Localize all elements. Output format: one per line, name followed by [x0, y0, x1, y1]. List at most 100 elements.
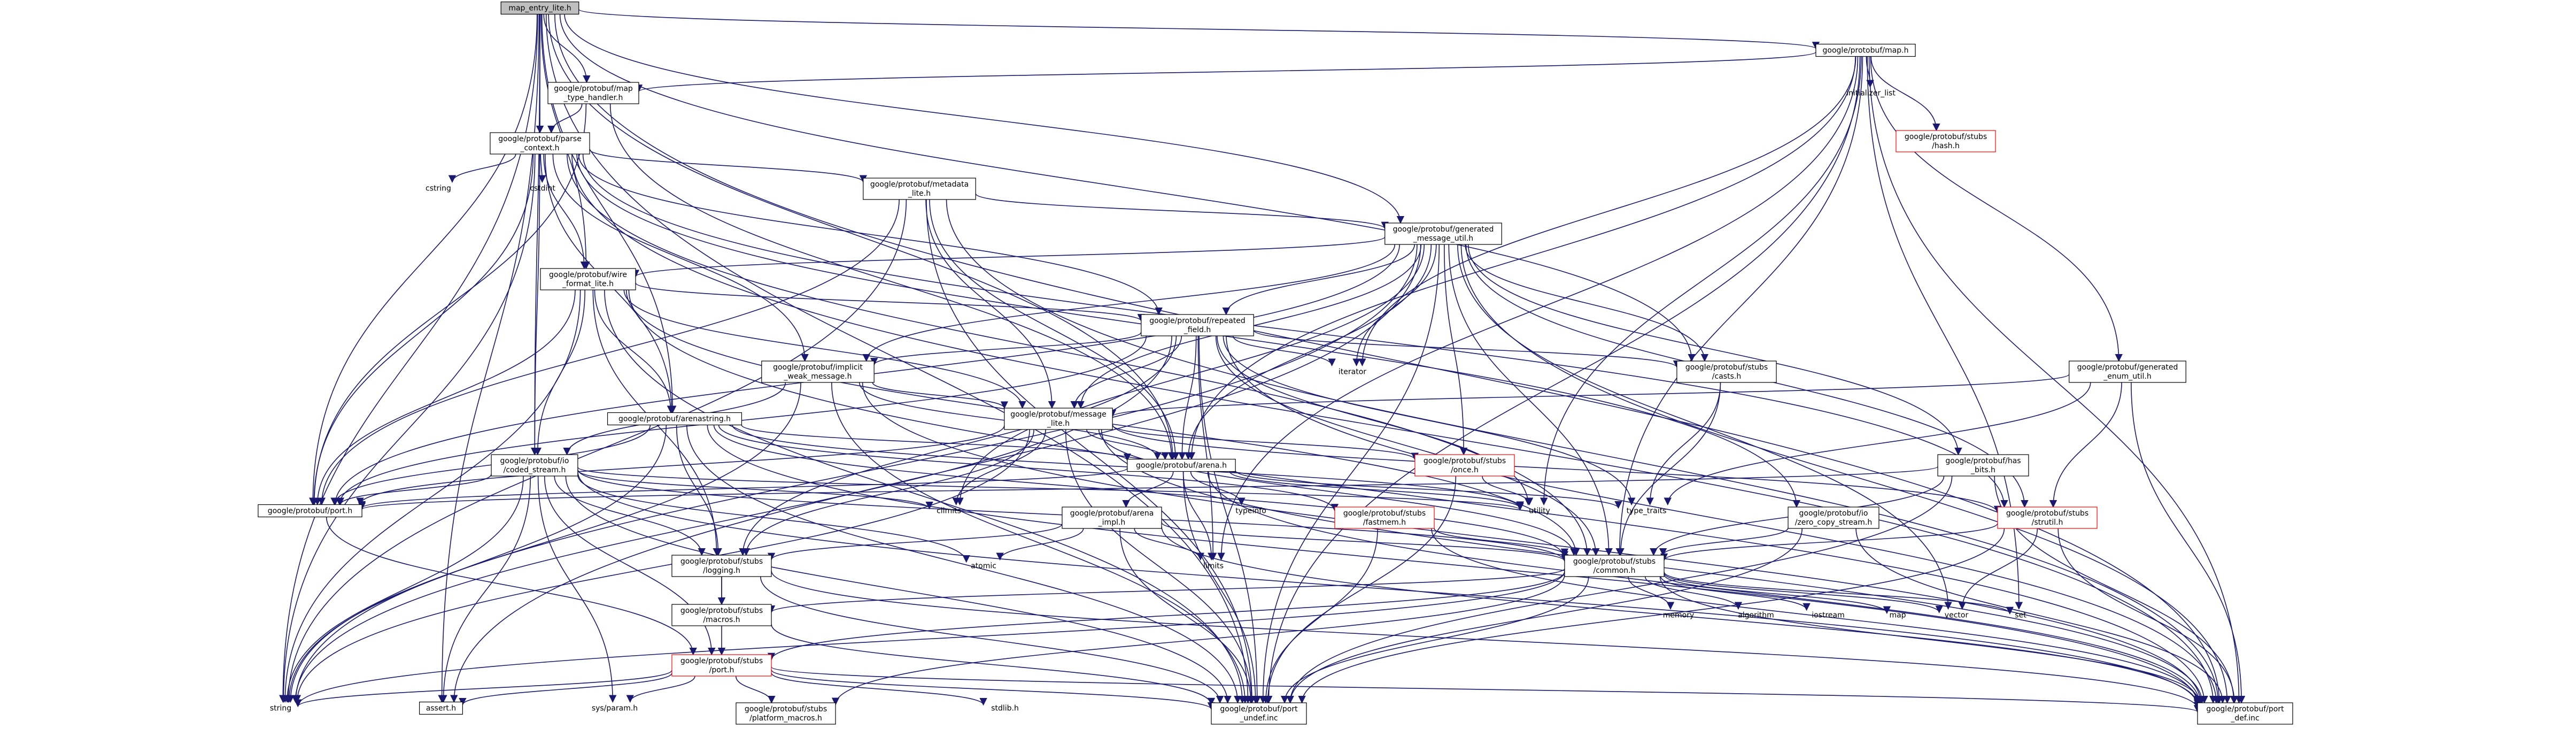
node-label: type_traits [1627, 507, 1667, 516]
node-box [540, 268, 636, 290]
node-label: /port.h [709, 666, 734, 674]
edge-arena-to-utility [1229, 471, 1524, 509]
node-maptype[interactable]: google/protobuf/map_type_handler.h [547, 82, 639, 104]
edge-metadata-to-string [284, 199, 907, 703]
node-vector: vector [1945, 611, 1969, 620]
node-label: /logging.h [703, 566, 740, 575]
edge-repeated-to-msglite [1070, 335, 1182, 409]
node-logging[interactable]: google/protobuf/stubs/logging.h [671, 555, 772, 577]
edge-common-to-portdef [1659, 576, 2203, 704]
edge-genmsg-to-implicit [862, 244, 1396, 362]
node-arenaimpl[interactable]: google/protobuf/arena_impl.h [1062, 507, 1162, 529]
edge-arenaimpl-to-limits [1134, 528, 1204, 561]
edge-repeated-to-iterator [1232, 335, 1336, 366]
node-label: /common.h [1593, 566, 1635, 575]
edge-arenaimpl-to-undef [1119, 528, 1255, 704]
node-parse[interactable]: google/protobuf/parse_context.h [490, 132, 590, 155]
node-label: _weak_message.h [784, 372, 852, 381]
node-portdef[interactable]: google/protobuf/port_def.inc [2197, 702, 2293, 725]
node-metadata[interactable]: google/protobuf/metadata_lite.h [863, 178, 976, 200]
edge-arena-to-port [358, 467, 1128, 509]
node-hash[interactable]: google/protobuf/stubs/hash.h [1896, 130, 1996, 152]
edge-root-to-string [279, 14, 538, 703]
node-zerocopy[interactable]: google/protobuf/io/zero_copy_stream.h [1788, 507, 1879, 529]
edge-common-to-string [294, 571, 1565, 707]
edge-codedstream-to-string [283, 475, 524, 703]
node-once[interactable]: google/protobuf/stubs/once.h [1414, 454, 1515, 477]
edge-port-to-stubsport [326, 517, 697, 656]
edge-parse-to-cstring [448, 154, 516, 183]
edge-wire-to-undef [604, 289, 1247, 704]
node-wire[interactable]: google/protobuf/wire_format_lite.h [540, 268, 636, 290]
node-common[interactable]: google/protobuf/stubs/common.h [1564, 555, 1665, 577]
node-arenastring[interactable]: google/protobuf/arenastring.h [607, 412, 742, 426]
edge-metadata-to-msglite [925, 199, 1056, 409]
edge-arena-to-portdef [1207, 471, 2203, 704]
node-fastmem[interactable]: google/protobuf/stubs/fastmem.h [1334, 507, 1435, 529]
edge-map-to-hash [1870, 56, 1940, 132]
node-map[interactable]: google/protobuf/map.h [1815, 43, 1916, 57]
node-box [2197, 702, 2293, 725]
node-label: _lite.h [1047, 419, 1070, 428]
edge-root-to-asserth [438, 14, 540, 703]
edge-root-to-map [578, 9, 1820, 50]
node-label: google/protobuf/io [500, 457, 569, 465]
node-msglite[interactable]: google/protobuf/message_lite.h [1004, 408, 1113, 430]
node-repeated[interactable]: google/protobuf/repeated_field.h [1141, 314, 1254, 336]
edge-stubsport-to-string [294, 670, 672, 708]
edge-parse-to-metadata [589, 149, 867, 183]
node-codedstream[interactable]: google/protobuf/io/coded_stream.h [491, 454, 578, 477]
edge-once-to-utility [1482, 475, 1534, 505]
edge-implicit-to-msglite [872, 382, 1008, 409]
node-label: google/protobuf/map.h [1823, 47, 1909, 55]
edge-codedstream-to-climits [577, 470, 933, 510]
node-strutil[interactable]: google/protobuf/stubs/strutil.h [1997, 507, 2098, 529]
edge-fastmem-to-undef [1262, 528, 1378, 704]
node-string: string [270, 704, 291, 713]
node-genmsg[interactable]: google/protobuf/generated_message_util.h [1384, 222, 1502, 245]
edge-maptype-to-parse [547, 103, 583, 134]
edge-repeated-to-limits [1197, 335, 1217, 561]
node-hasbits[interactable]: google/protobuf/has_bits.h [1937, 454, 2029, 477]
node-asserth[interactable]: assert.h [419, 701, 463, 715]
node-platform[interactable]: google/protobuf/stubs/platform_macros.h [736, 702, 836, 725]
node-label: typeinfo [1235, 507, 1266, 516]
node-label: google/protobuf/io [1799, 509, 1868, 518]
node-stubsport[interactable]: google/protobuf/stubs/port.h [671, 654, 772, 677]
edge-codedstream-to-undef [565, 475, 1232, 704]
node-utility: utility [1529, 507, 1550, 516]
node-implicit[interactable]: google/protobuf/implicit_weak_message.h [761, 360, 875, 383]
node-label: /macros.h [703, 616, 740, 624]
node-label: atomic [971, 562, 996, 571]
node-label: google/protobuf/port.h [268, 507, 353, 516]
edge-arenaimpl-to-atomic [996, 528, 1084, 561]
node-genenum[interactable]: google/protobuf/generated_enum_util.h [2069, 360, 2186, 383]
node-arena[interactable]: google/protobuf/arena.h [1127, 458, 1236, 472]
edge-fastmem-to-common [1434, 528, 1569, 556]
edge-maptype-to-port [310, 103, 587, 505]
edge-arenaimpl-to-logging [768, 524, 1063, 561]
edge-arena-to-limits [1182, 471, 1216, 561]
node-casts[interactable]: google/protobuf/stubs/casts.h [1676, 360, 1777, 383]
node-port[interactable]: google/protobuf/port.h [258, 504, 362, 518]
edge-codedstream-to-atomic [577, 475, 970, 563]
edge-metadata-to-port [318, 199, 900, 505]
node-typetraits: type_traits [1627, 507, 1667, 516]
node-label: _message_util.h [1413, 234, 1473, 243]
edge-genenum-to-strutil [2049, 382, 2122, 508]
edge-stubsport-to-platform [735, 676, 776, 704]
edge-genenum-to-portdef [2131, 382, 2246, 704]
node-macros[interactable]: google/protobuf/stubs/macros.h [671, 604, 772, 626]
edge-once-to-undef [1264, 475, 1457, 704]
edge-arenastring-to-string [285, 425, 667, 703]
node-root[interactable]: map_entry_lite.h [500, 1, 579, 15]
node-label: google/protobuf/generated [1393, 225, 1494, 234]
node-undef[interactable]: google/protobuf/port_undef.inc [1211, 702, 1307, 725]
node-label: map [1889, 611, 1906, 620]
edge-msglite-to-port [356, 425, 1005, 505]
edge-repeated-to-portdef [1226, 335, 2221, 704]
edge-metadata-to-genmsg [975, 193, 1389, 230]
node-box [607, 412, 742, 426]
node-label: _undef.inc [1239, 714, 1278, 723]
edge-parse-to-codedstream [531, 154, 540, 456]
